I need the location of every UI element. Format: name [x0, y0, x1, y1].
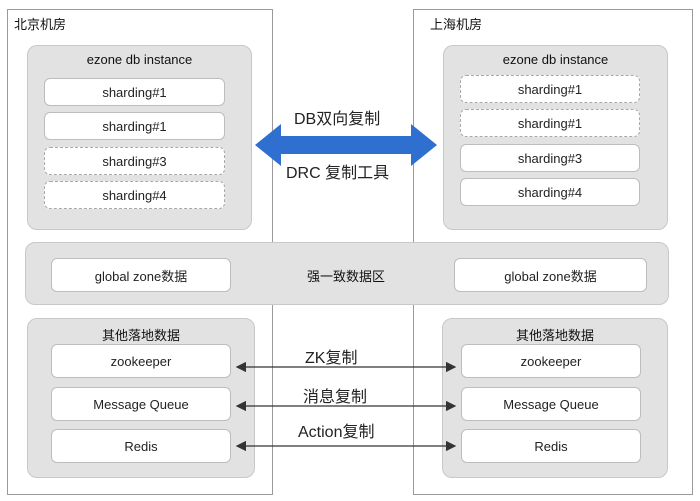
shard-box-left-2: sharding#1: [44, 112, 225, 140]
redis-box-left: Redis: [51, 429, 231, 463]
zk-sync-label: ZK复制: [305, 350, 358, 367]
zookeeper-box-right: zookeeper: [461, 344, 641, 378]
db-replication-arrow: [255, 124, 437, 166]
shard-box-right-1: sharding#1: [460, 75, 640, 103]
message-queue-box-left: Message Queue: [51, 387, 231, 421]
shard-box-right-3: sharding#3: [460, 144, 640, 172]
replication-label-bottom: DRC 复制工具: [286, 165, 390, 182]
replication-label-top: DB双向复制: [294, 111, 381, 128]
shard-box-left-4: sharding#4: [44, 181, 225, 209]
redis-box-right: Redis: [461, 429, 641, 463]
other-data-title-right: 其他落地数据: [515, 328, 594, 343]
shard-box-right-4: sharding#4: [460, 178, 640, 206]
message-queue-box-right: Message Queue: [461, 387, 641, 421]
global-zone-box-left: global zone数据: [51, 258, 231, 292]
site-title-beijing: 北京机房: [14, 17, 67, 32]
shard-box-left-3: sharding#3: [44, 147, 225, 175]
bidirectional-arrow-icon: [255, 124, 437, 166]
site-title-shanghai: 上海机房: [430, 17, 483, 32]
mq-sync-label: 消息复制: [303, 389, 368, 406]
global-zone-box-right: global zone数据: [454, 258, 647, 292]
db-instance-title-right: ezone db instance: [502, 52, 609, 67]
redis-sync-label: Action复制: [298, 424, 375, 441]
db-instance-title-left: ezone db instance: [86, 52, 193, 67]
sync-connectors: [235, 361, 457, 452]
shard-box-right-2: sharding#1: [460, 109, 640, 137]
zookeeper-box-left: zookeeper: [51, 344, 231, 378]
other-data-title-left: 其他落地数据: [101, 328, 180, 343]
strong-consistency-label: 强一致数据区: [307, 269, 386, 284]
shard-box-left-1: sharding#1: [44, 78, 225, 106]
